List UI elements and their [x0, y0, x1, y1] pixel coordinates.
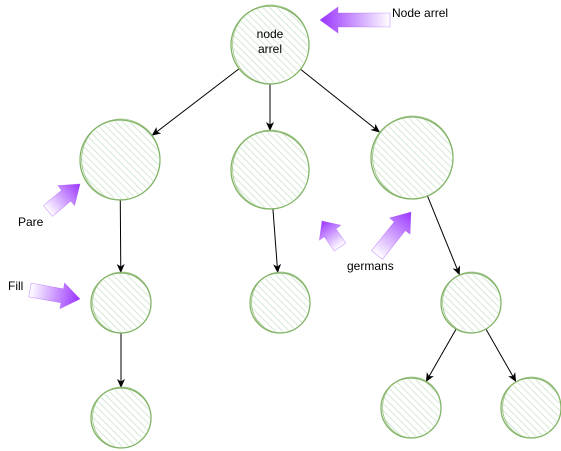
tree-node-c1a: [380, 376, 442, 439]
tree-node-a2: [90, 386, 152, 449]
pointer-arrow-siblings-1: [319, 220, 347, 252]
pointer-arrows: [28, 6, 412, 310]
tree-node-a: [79, 118, 161, 201]
pointer-arrow-child: [28, 282, 81, 310]
tree-edge-root-a: [151, 68, 240, 136]
pointer-arrow-parent: [43, 183, 81, 217]
root-node-label-line-2: arrel: [258, 42, 282, 56]
tree-edge-c1-c1a: [425, 328, 457, 382]
tree-edge-root-c: [300, 68, 380, 133]
tree-node-root: [230, 4, 310, 85]
pointer-arrow-siblings-2: [371, 211, 412, 260]
tree-nodes: [79, 4, 561, 449]
tree-node-b: [230, 129, 310, 210]
tree-edge-c-c1: [426, 195, 461, 276]
tree-edge-b-b1: [272, 208, 282, 274]
tree-node-c1: [440, 271, 502, 334]
tree-edge-a-a1: [116, 199, 125, 274]
tree-node-b1: [249, 271, 311, 334]
callout-child: Fill: [8, 279, 23, 293]
callout-root: Node arrel: [392, 6, 448, 20]
tree-node-a1: [90, 271, 152, 334]
callout-parent: Pare: [18, 215, 44, 229]
tree-node-c1b: [500, 376, 561, 439]
tree-node-c: [370, 115, 454, 200]
root-node-label-line-1: node: [257, 27, 284, 41]
tree-edges: [116, 68, 517, 388]
callout-siblings: germans: [347, 259, 394, 273]
pointer-arrow-root: [319, 6, 391, 34]
tree-edge-c1-c1b: [485, 328, 517, 382]
